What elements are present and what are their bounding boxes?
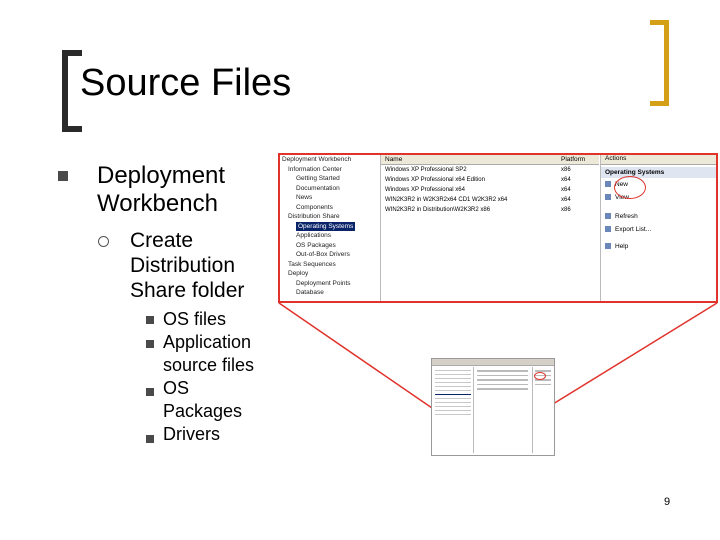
bullet-line: Workbench (97, 190, 218, 217)
list-item[interactable]: Windows XP Professional SP2 x86 (381, 165, 599, 175)
right-bracket-bottom (650, 101, 669, 106)
bullet-line: Distribution (130, 254, 236, 277)
tree-item[interactable]: Out-of-Box Drivers (296, 251, 350, 258)
bullet-deployment-workbench: Deployment Workbench (97, 162, 225, 218)
bullet-square-icon (146, 388, 154, 396)
callout-line-right (552, 302, 718, 405)
row-name: Windows XP Professional SP2 (385, 167, 467, 173)
action-label: Help (615, 243, 629, 250)
thumbnail-tree (433, 367, 474, 453)
tree-item[interactable]: Applications (296, 232, 332, 239)
right-bracket (664, 20, 669, 106)
bullet-square-icon (146, 316, 154, 324)
highlight-circle (614, 176, 646, 199)
thumbnail-list (475, 367, 530, 393)
sub-bullets: OS files Application source files OS Pac… (163, 308, 254, 446)
thumbnail-actions (532, 367, 553, 453)
sub-bullet-packages: Packages (163, 401, 243, 421)
list-item[interactable]: WIN2K3R2 in W2K3R2x64 CD1 W2K3R2 x64 x64 (381, 195, 599, 205)
tree-item[interactable]: Deployment Points (296, 279, 351, 287)
action-help[interactable]: Help (601, 240, 716, 253)
export-icon (605, 226, 611, 232)
tree-item[interactable]: Getting Started (296, 175, 340, 182)
bullet-line: Create (130, 229, 194, 252)
actions-header: Actions (601, 155, 716, 165)
new-icon (605, 181, 611, 187)
tree-item-selected[interactable]: Operating Systems (280, 221, 380, 231)
tree-item[interactable]: Distribution Share (288, 213, 340, 220)
os-list: Name Platform Windows XP Professional SP… (381, 155, 599, 301)
bullet-create-share: Create Distribution Share folder (130, 228, 244, 303)
row-platform: x86 (561, 167, 571, 173)
bullet-square-icon (146, 340, 154, 348)
action-label: Export List... (615, 226, 652, 233)
list-item[interactable]: Windows XP Professional x64 Edition x64 (381, 175, 599, 185)
bullet-circle-icon (98, 236, 109, 247)
console-tree: Deployment Workbench Information Center … (280, 155, 381, 301)
view-icon (605, 194, 611, 200)
sub-bullet-application: Application (163, 332, 252, 352)
sub-bullet-drivers: Drivers (163, 424, 220, 444)
action-export[interactable]: Export List... (601, 223, 716, 236)
row-name: Windows XP Professional x64 (385, 187, 465, 193)
bullet-line: Deployment (97, 162, 226, 189)
actions-section: Operating Systems (601, 167, 716, 178)
list-item[interactable]: WIN2K3R2 in Distribution\W2K3R2 x86 x86 (381, 205, 599, 215)
bullet-square-icon (146, 435, 154, 443)
tree-item-label: Operating Systems (296, 221, 356, 231)
bullet-line: Share folder (130, 279, 245, 302)
left-bracket-bottom (62, 126, 82, 132)
row-name: WIN2K3R2 in W2K3R2x64 CD1 W2K3R2 x64 (385, 197, 508, 203)
row-name: WIN2K3R2 in Distribution\W2K3R2 x86 (385, 207, 491, 213)
refresh-icon (605, 213, 611, 219)
page-number: 9 (664, 496, 671, 508)
tree-item[interactable]: Task Sequences (288, 260, 336, 268)
tree-item[interactable]: Database (296, 289, 324, 296)
thumbnail-titlebar (432, 359, 554, 366)
tree-item[interactable]: Deployment Workbench (282, 156, 352, 163)
thumbnail-screenshot (431, 358, 555, 456)
column-name[interactable]: Name (385, 156, 403, 163)
thumbnail-highlight (534, 372, 546, 380)
tree-item[interactable]: Deploy (288, 270, 309, 277)
workbench-screenshot: Deployment Workbench Information Center … (278, 153, 718, 303)
tree-item[interactable]: OS Packages (296, 241, 336, 249)
tree-item[interactable]: Documentation (296, 184, 340, 192)
row-platform: x64 (561, 197, 571, 203)
sub-bullet-os: OS (163, 378, 190, 398)
row-platform: x64 (561, 187, 571, 193)
row-platform: x64 (561, 177, 571, 183)
right-bracket-top (650, 20, 669, 25)
sub-bullet-source-files: source files (163, 355, 255, 375)
bullet-square-icon (58, 171, 68, 181)
action-refresh[interactable]: Refresh (601, 210, 716, 223)
help-icon (605, 243, 611, 249)
column-platform[interactable]: Platform (561, 156, 586, 163)
tree-item[interactable]: News (296, 194, 313, 201)
callout-line-left (278, 302, 433, 409)
left-bracket-top (62, 50, 82, 56)
row-name: Windows XP Professional x64 Edition (385, 177, 485, 183)
row-platform: x86 (561, 207, 571, 213)
action-label: Refresh (615, 213, 638, 220)
tree-item[interactable]: Components (296, 203, 333, 211)
list-item[interactable]: Windows XP Professional x64 x64 (381, 185, 599, 195)
left-bracket (62, 50, 68, 132)
list-header: Name Platform (381, 155, 599, 165)
sub-bullet-os-files: OS files (163, 309, 227, 329)
slide-title: Source Files (80, 62, 292, 104)
tree-item[interactable]: Information Center (288, 165, 342, 173)
